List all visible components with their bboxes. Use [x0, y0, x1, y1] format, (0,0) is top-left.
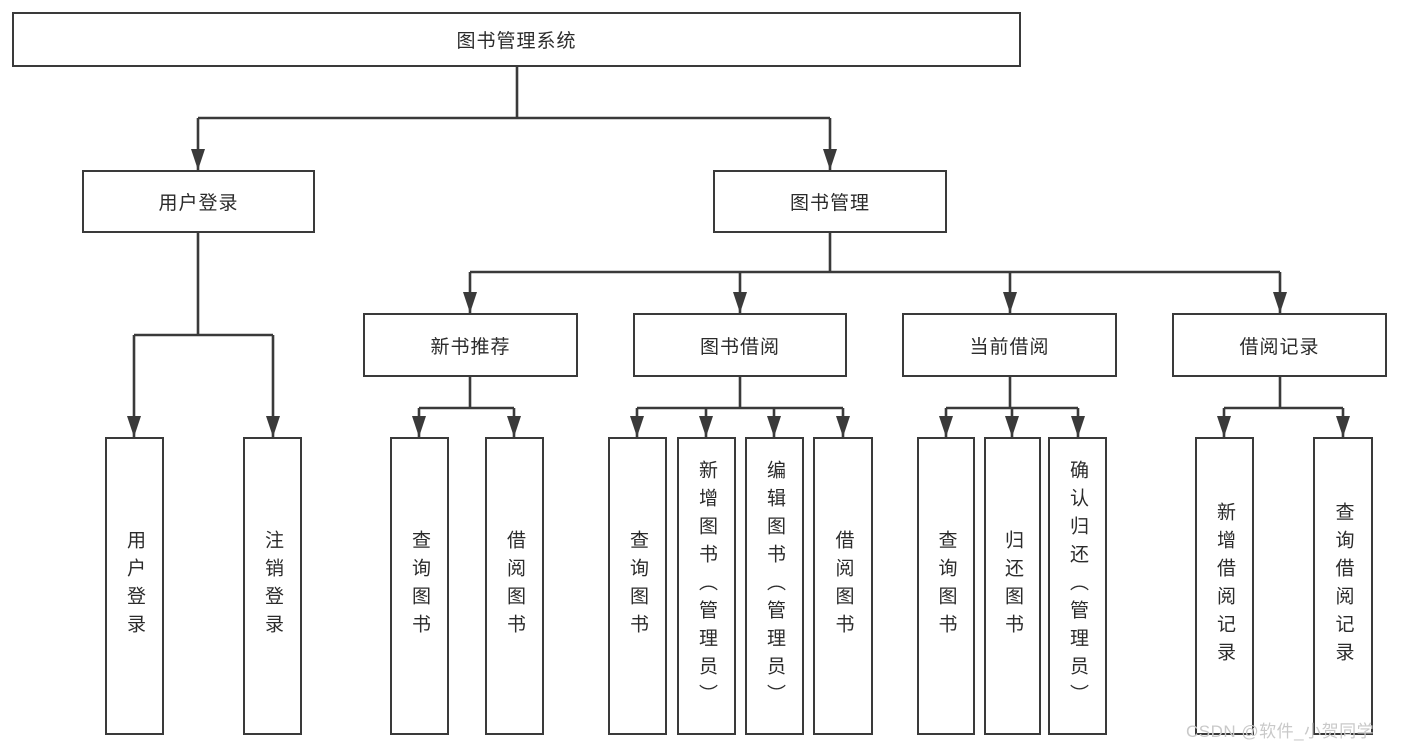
leaf-query-books-current: 查询图书 — [917, 437, 975, 735]
leaf-add-borrow-record: 新增借阅记录 — [1195, 437, 1254, 735]
node-label: 编辑图书（管理员） — [764, 460, 785, 712]
node-label: 查询图书 — [627, 530, 648, 642]
leaf-confirm-return-admin: 确认归还（管理员） — [1048, 437, 1107, 735]
node-label: 图书借阅 — [699, 336, 780, 358]
node-label: 归还图书 — [1002, 530, 1023, 642]
node-label: 借阅图书 — [504, 530, 525, 642]
connector-paths — [132, 67, 1345, 437]
leaf-query-borrow-record: 查询借阅记录 — [1313, 437, 1373, 735]
node-label: 用户登录 — [124, 530, 145, 642]
node-label: 确认归还（管理员） — [1067, 460, 1088, 712]
leaf-return-books: 归还图书 — [984, 437, 1041, 735]
node-new-book-recommend: 新书推荐 — [363, 313, 578, 377]
leaf-borrow-books: 借阅图书 — [813, 437, 873, 735]
leaf-query-books-borrow: 查询图书 — [608, 437, 667, 735]
node-label: 新书推荐 — [430, 336, 511, 358]
node-label: 查询借阅记录 — [1332, 502, 1354, 670]
node-user-login: 用户登录 — [82, 170, 315, 233]
node-label: 借阅图书 — [832, 530, 854, 642]
node-book-borrow: 图书借阅 — [633, 313, 847, 377]
node-label: 当前借阅 — [969, 336, 1050, 358]
csdn-watermark: CSDN @软件_小贺同学 — [1186, 722, 1375, 741]
node-label: 新增借阅记录 — [1214, 502, 1235, 670]
node-library-system: 图书管理系统 — [12, 12, 1021, 67]
node-label: 用户登录 — [158, 193, 239, 214]
node-book-management: 图书管理 — [713, 170, 947, 233]
node-label: 图书管理系统 — [456, 31, 577, 52]
leaf-edit-books-admin: 编辑图书（管理员） — [745, 437, 804, 735]
node-label: 查询图书 — [409, 530, 430, 642]
node-label: 图书管理 — [789, 193, 870, 214]
node-label: 查询图书 — [935, 530, 957, 642]
leaf-borrow-books-recommend: 借阅图书 — [485, 437, 544, 735]
leaf-logout: 注销登录 — [243, 437, 302, 735]
node-borrow-records: 借阅记录 — [1172, 313, 1387, 377]
node-label: 新增图书（管理员） — [696, 460, 717, 712]
leaf-query-books-recommend: 查询图书 — [390, 437, 449, 735]
leaf-add-books-admin: 新增图书（管理员） — [677, 437, 736, 735]
node-label: 注销登录 — [262, 530, 283, 642]
node-current-borrow: 当前借阅 — [902, 313, 1117, 377]
node-label: 借阅记录 — [1239, 336, 1320, 358]
leaf-user-login: 用户登录 — [105, 437, 164, 735]
